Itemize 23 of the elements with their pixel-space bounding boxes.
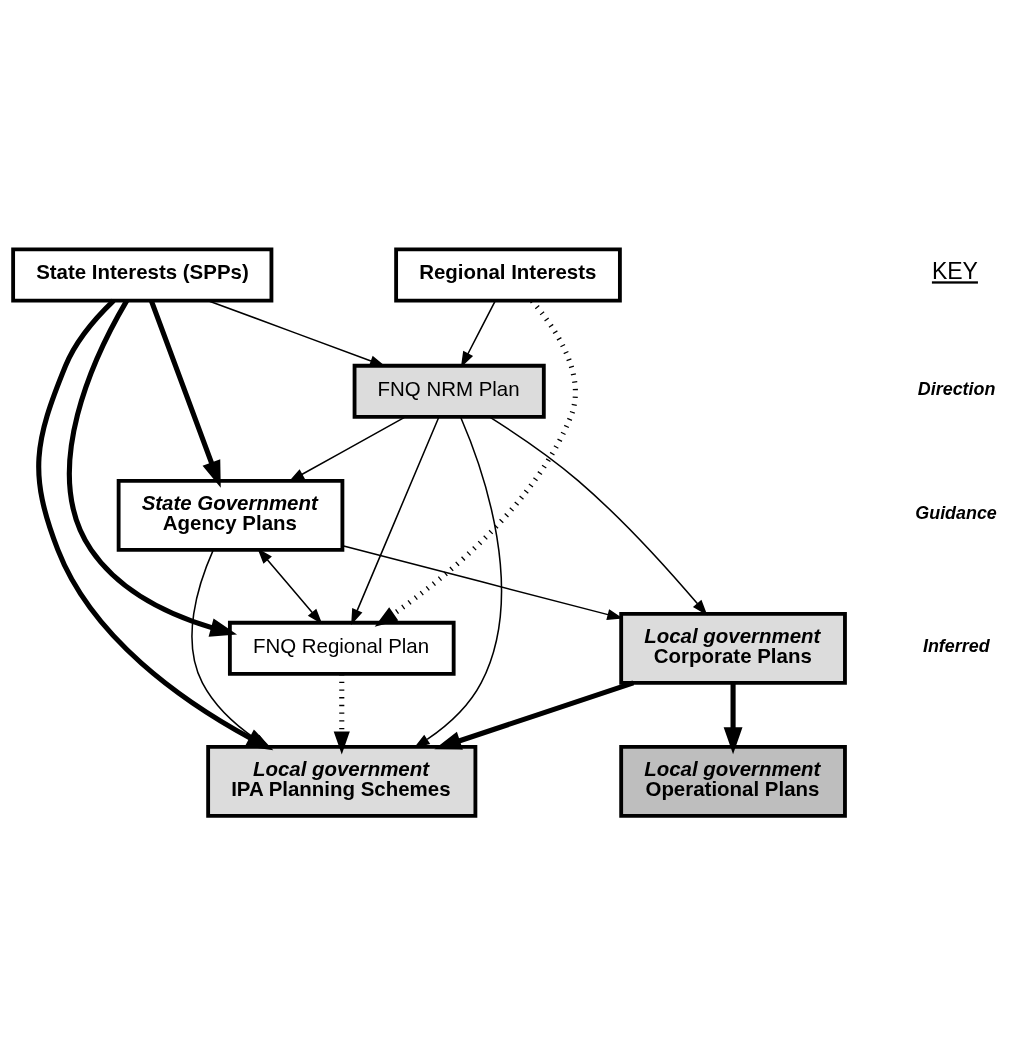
node-box: Local government Corporate Plans (619, 611, 847, 685)
legend-label: Direction (917, 378, 996, 399)
node-box: State Government Agency Plans (116, 478, 345, 552)
label: KEY (931, 257, 978, 284)
arrow (288, 415, 406, 482)
node-box: Regional Interests (394, 246, 622, 302)
arrow (460, 299, 496, 367)
arrow (36, 298, 274, 750)
arrow (149, 299, 221, 488)
node-box: Local government IPA Planning Schemes (206, 744, 478, 818)
arrow (351, 415, 440, 625)
arrow (413, 416, 503, 748)
node-box: FNQ NRM Plan (352, 363, 546, 419)
node-box: Local government Operational Plans (619, 744, 847, 818)
node-box: State Interests (SPPs) (11, 246, 274, 302)
arrow (489, 415, 708, 616)
arrow (723, 682, 743, 754)
legend-label: Inferred (922, 635, 990, 656)
node-box: FNQ Regional Plan (227, 620, 456, 676)
arrow (434, 679, 635, 750)
arrow (333, 673, 350, 755)
legend-label: Guidance (915, 502, 997, 523)
arrow (207, 299, 386, 366)
